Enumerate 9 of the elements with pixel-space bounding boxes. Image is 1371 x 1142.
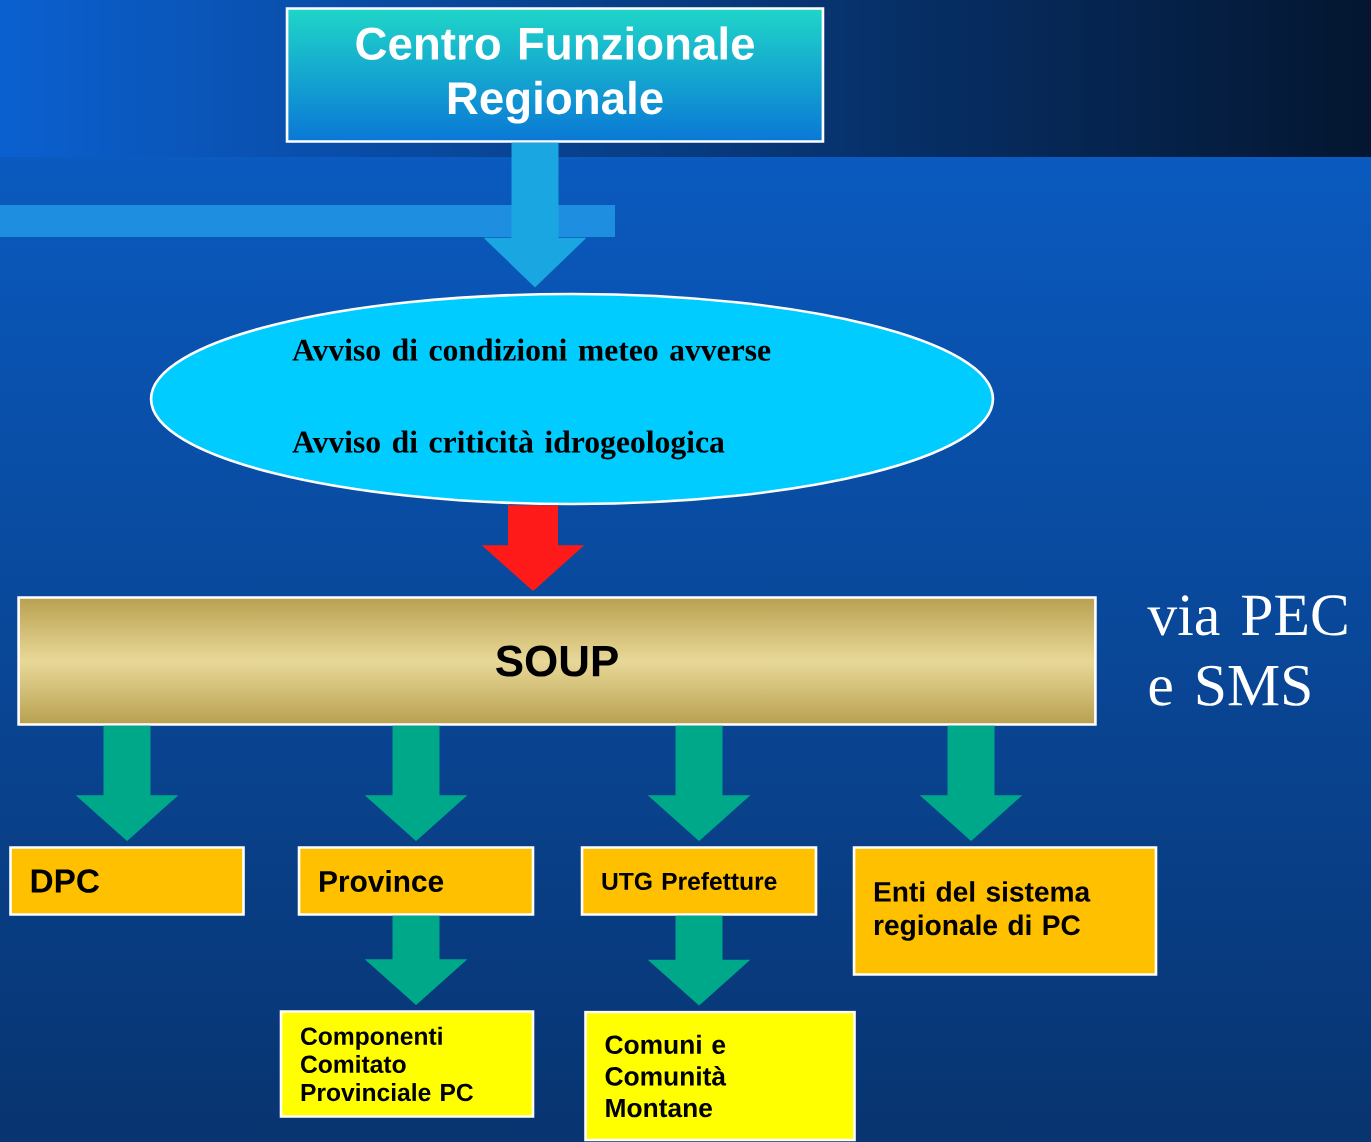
soup-bar: SOUP <box>17 596 1097 726</box>
recipient-box: UTG Prefetture <box>580 846 818 916</box>
recipient-box: DPC <box>9 846 245 916</box>
title-box: Centro Funzionale Regionale <box>285 7 825 143</box>
recipient-box: Comuni e Comunità Montane <box>584 1010 856 1142</box>
recipient-box: Componenti Comitato Provinciale PC <box>279 1010 535 1118</box>
note-text: via PEC e SMS <box>1147 595 1347 706</box>
recipient-box: Enti del sistema regionale di PC <box>852 846 1158 976</box>
recipient-box: Province <box>297 846 535 916</box>
